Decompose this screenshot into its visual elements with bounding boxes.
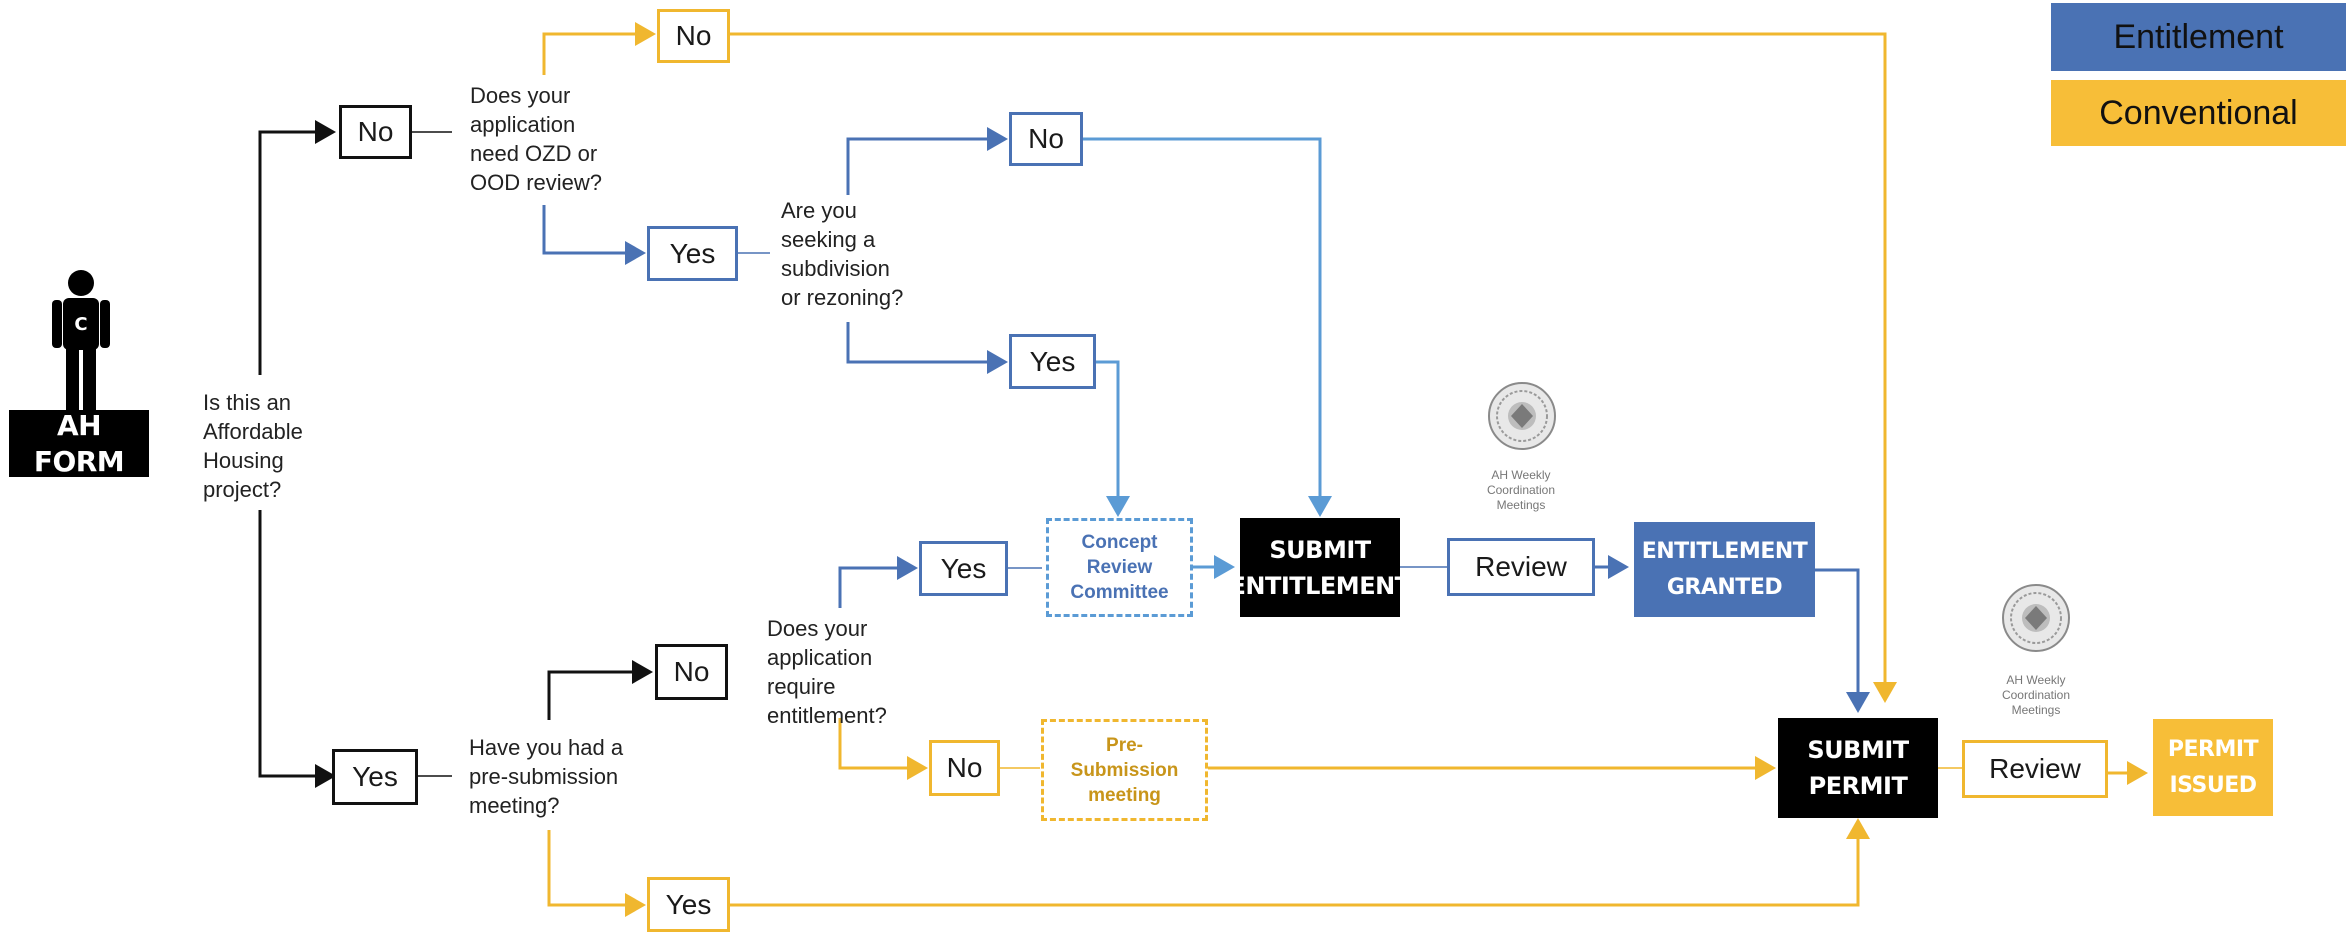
connector-ozd-yes bbox=[542, 205, 646, 265]
connector-ozd-no-to-permit bbox=[730, 32, 1897, 703]
question-presubmission-meeting: Have you had a pre-submission meeting? bbox=[469, 735, 624, 818]
connector-affordable-no bbox=[258, 120, 336, 375]
legend-entitlement: Entitlement bbox=[2051, 3, 2346, 71]
answer-affordable-yes[interactable]: Yes bbox=[332, 749, 418, 805]
person-icon: C bbox=[52, 270, 110, 410]
city-seal-icon bbox=[2002, 584, 2070, 652]
connector-subdivision-yes-to-concept bbox=[1096, 360, 1130, 517]
entitlement-granted[interactable]: ENTITLEMENT GRANTED bbox=[1634, 522, 1815, 617]
answer-entitlement-yes[interactable]: Yes bbox=[919, 541, 1008, 596]
connector-subdivision-no bbox=[846, 127, 1008, 195]
answer-entitlement-no[interactable]: No bbox=[929, 740, 1000, 796]
answer-ozd-yes[interactable]: Yes bbox=[647, 226, 738, 281]
answer-presub-yes[interactable]: Yes bbox=[647, 877, 730, 932]
connector-entitlement-yes bbox=[838, 556, 918, 608]
legend-conventional: Conventional bbox=[2051, 80, 2346, 146]
answer-label: Yes bbox=[1029, 345, 1076, 377]
person-badge-letter: C bbox=[74, 314, 87, 335]
question-subdivision-rezoning: Are you seeking a subdivision or rezonin… bbox=[781, 198, 904, 310]
answer-label: Yes bbox=[352, 761, 398, 792]
answer-label: No bbox=[946, 752, 983, 783]
connector-ozd-no bbox=[542, 22, 656, 75]
presubmission-meeting[interactable]: Pre- Submission meeting bbox=[1041, 719, 1208, 821]
meeting-caption-entitlement: AH Weekly Coordination Meetings bbox=[1486, 468, 1556, 512]
ah-form-start[interactable]: AH FORM bbox=[9, 408, 149, 478]
answer-label: Yes bbox=[940, 552, 987, 584]
connector-affordable-yes bbox=[258, 510, 336, 788]
review-entitlement[interactable]: Review bbox=[1447, 538, 1595, 596]
meeting-caption-permit: AH Weekly Coordination Meetings bbox=[2001, 673, 2071, 717]
connector-subdivision-no-to-submit bbox=[1083, 137, 1332, 517]
legend-conventional-label: Conventional bbox=[2099, 93, 2298, 132]
review-permit[interactable]: Review bbox=[1962, 740, 2108, 798]
concept-review-committee[interactable]: Concept Review Committee bbox=[1046, 518, 1193, 617]
connector-presub-yes-to-permit bbox=[730, 818, 1870, 907]
answer-ozd-no[interactable]: No bbox=[657, 9, 730, 63]
answer-subdivision-yes[interactable]: Yes bbox=[1009, 334, 1096, 389]
ah-form-label: AH FORM bbox=[33, 408, 125, 478]
answer-label: Yes bbox=[665, 888, 712, 920]
permit-issued[interactable]: PERMIT ISSUED bbox=[2153, 719, 2273, 816]
answer-label: No bbox=[357, 116, 394, 147]
submit-permit[interactable]: SUBMIT PERMIT bbox=[1778, 718, 1938, 818]
legend-entitlement-label: Entitlement bbox=[2113, 17, 2284, 56]
review-label: Review bbox=[1475, 551, 1567, 582]
connector-presub-yes bbox=[547, 830, 646, 917]
review-label: Review bbox=[1989, 753, 2081, 784]
connector-entitlement-no bbox=[838, 718, 928, 780]
answer-label: No bbox=[675, 20, 712, 51]
connector-presub-no bbox=[547, 660, 653, 720]
answer-presub-no[interactable]: No bbox=[655, 644, 728, 700]
submit-entitlement[interactable]: SUBMIT ENTITLEMENT bbox=[1229, 518, 1411, 617]
answer-subdivision-no[interactable]: No bbox=[1009, 112, 1083, 166]
question-require-entitlement: Does your application require entitlemen… bbox=[767, 616, 887, 728]
connector-subdivision-yes bbox=[846, 322, 1008, 374]
answer-label: No bbox=[1028, 123, 1064, 154]
question-affordable-housing: Is this an Affordable Housing project? bbox=[203, 390, 303, 502]
question-ozd-review: Does your application need OZD or OOD re… bbox=[470, 83, 603, 195]
connector-granted-to-permit bbox=[1815, 568, 1870, 713]
answer-label: Yes bbox=[669, 237, 716, 269]
city-seal-icon bbox=[1488, 382, 1556, 450]
answer-affordable-no[interactable]: No bbox=[339, 105, 412, 159]
answer-label: No bbox=[673, 656, 710, 687]
